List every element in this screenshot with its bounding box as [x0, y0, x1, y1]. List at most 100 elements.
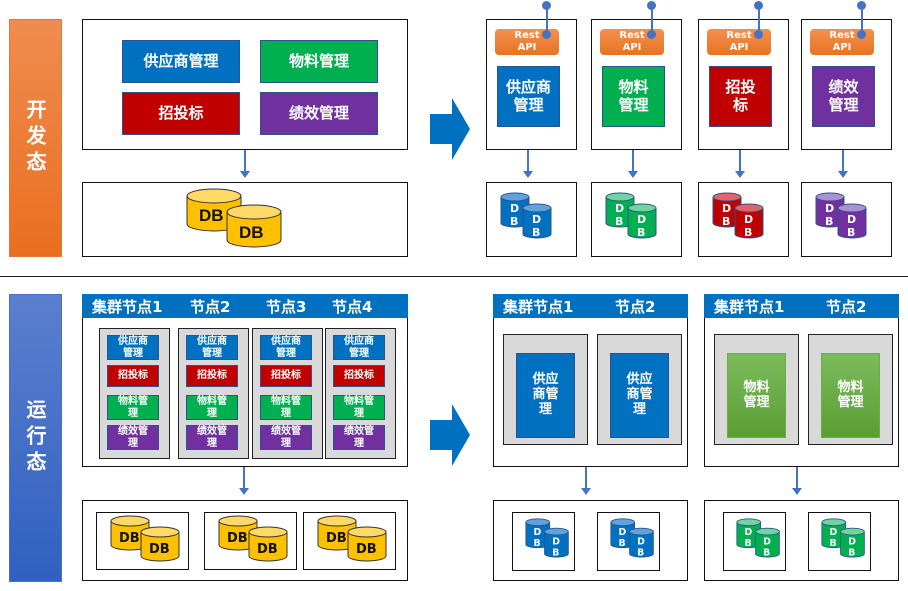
db-cylinder-back: DB [815, 192, 845, 228]
db-cylinder-back: DB [317, 515, 357, 551]
db-icon-material: DB DB [821, 518, 865, 558]
db-cylinder-front: DB [347, 526, 387, 562]
cluster-node-label: 集群节点1 [92, 298, 163, 316]
api-connector-line [861, 4, 863, 36]
db-icon-supplier: DB DB [500, 192, 552, 239]
node-module-material: 物料管 理 [260, 395, 312, 420]
cluster-node-label: 节点2 [826, 298, 867, 316]
api-connector-line [758, 4, 760, 36]
node-module-bidding: 招投标 [186, 365, 238, 387]
db-cylinder-front: DB [544, 527, 569, 558]
monolith-cluster-header: 集群节点1 节点2 节点3 节点4 [82, 294, 408, 318]
api-connector-dot [754, 1, 763, 10]
microservice-module-performance: 绩效 管理 [812, 66, 875, 127]
db-label: B [510, 215, 518, 228]
db-label: B [848, 547, 855, 558]
node-module-bidding: 招投标 [260, 365, 312, 387]
db-label: B [637, 547, 644, 558]
db-cylinder-front: DB [837, 203, 867, 239]
db-cylinder-back: DB [110, 515, 150, 551]
db-label: D [744, 213, 753, 226]
node-module-material: 物料管 理 [186, 395, 238, 420]
api-connector-dot [857, 1, 866, 10]
module-bidding: 招投标 [122, 92, 240, 135]
microservice-module-bidding: 招投 标 [709, 66, 772, 127]
db-label: D [552, 536, 560, 547]
db-label: B [534, 538, 541, 549]
api-connector-dot [542, 1, 551, 10]
cluster-node-label: 集群节点1 [503, 298, 574, 316]
transition-arrow-bottom [430, 404, 470, 466]
node-module-performance: 绩效管 理 [333, 425, 385, 450]
db-cylinder-front: DB [226, 204, 282, 248]
db-label: D [532, 213, 541, 226]
db-label: D [637, 213, 646, 226]
db-label: B [619, 538, 626, 549]
microservice-module-supplier: 供应商 管理 [497, 66, 560, 127]
db-cylinder-front: DB [755, 527, 780, 558]
node-module-material: 物料管 理 [107, 395, 159, 420]
node-module-supplier: 供应 商管 理 [516, 353, 575, 438]
arrow-cluster-to-db [792, 467, 802, 495]
db-label: D [830, 527, 838, 538]
db-cylinder-back: DB [525, 518, 551, 549]
cluster-node-label: 节点2 [615, 298, 656, 316]
db-cylinder-back: DB [218, 515, 258, 551]
node-module-material: 物料 管理 [821, 353, 880, 438]
db-label: DB [149, 542, 170, 557]
node-module-performance: 绩效管 理 [186, 425, 238, 450]
db-label: DB [227, 531, 248, 546]
db-cylinder-back: DB [736, 518, 762, 549]
db-label: B [825, 215, 833, 228]
db-cylinder-front: DB [522, 203, 552, 239]
db-label: DB [326, 531, 347, 546]
module-material: 物料管理 [260, 40, 378, 83]
node-module-performance: 绩效管 理 [107, 425, 159, 450]
db-cylinder-back: DB [610, 518, 636, 549]
db-label: D [615, 202, 624, 215]
db-label: D [637, 536, 645, 547]
node-module-supplier: 供应商 管理 [186, 335, 238, 360]
db-label: D [510, 202, 519, 215]
section-divider [0, 276, 908, 277]
module-supplier: 供应商管理 [122, 40, 240, 83]
api-connector-dot [754, 30, 763, 39]
db-label: D [722, 202, 731, 215]
db-label: DB [199, 206, 224, 225]
cluster-node-label: 节点3 [266, 298, 307, 316]
db-label: D [825, 202, 834, 215]
node-module-bidding: 招投标 [333, 365, 385, 387]
db-cylinder-front: DB [627, 203, 657, 239]
node-module-material: 物料管 理 [333, 395, 385, 420]
node-module-supplier: 供应 商管 理 [610, 353, 669, 438]
node-module-supplier: 供应商 管理 [107, 335, 159, 360]
arrow-cluster-to-db [581, 467, 591, 495]
db-cylinder-front: DB [840, 527, 865, 558]
arrow-service-to-db [523, 150, 533, 178]
node-module-supplier: 供应商 管理 [333, 335, 385, 360]
db-label: D [763, 536, 771, 547]
db-label: DB [119, 531, 140, 546]
db-icon-yellow: DB DB [110, 515, 180, 562]
db-cylinder-front: DB [248, 526, 288, 562]
db-label: B [637, 226, 645, 239]
arrow-app-to-db [240, 150, 250, 178]
api-connector-line [651, 4, 653, 36]
db-label: B [532, 226, 540, 239]
db-icon-bidding: DB DB [712, 192, 764, 239]
rest-api-badge: Rest API [600, 29, 664, 55]
arrow-service-to-db [838, 150, 848, 178]
db-label: D [745, 527, 753, 538]
db-icon-supplier: DB DB [610, 518, 654, 558]
cluster-node-label: 节点4 [332, 298, 373, 316]
db-label: B [745, 538, 752, 549]
rest-api-badge: Rest API [495, 29, 559, 55]
db-icon-performance: DB DB [815, 192, 867, 239]
dev-state-label: 开发态 [9, 19, 62, 257]
db-label: D [848, 536, 856, 547]
db-cylinder-back: DB [500, 192, 530, 228]
node-module-material: 物料 管理 [727, 353, 786, 438]
run-state-label: 运行态 [9, 294, 62, 582]
db-label: D [619, 527, 627, 538]
